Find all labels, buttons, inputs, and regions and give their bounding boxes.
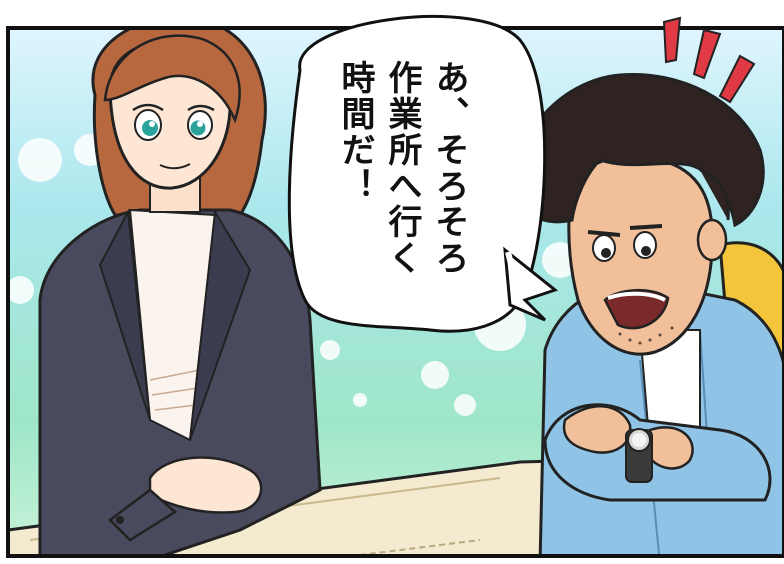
woman-character	[38, 28, 322, 556]
speech-line-2: 作業所へ行く	[382, 60, 422, 276]
speech-line-3: 時間だ！	[335, 60, 375, 204]
wristwatch-icon	[625, 428, 653, 483]
man-character	[516, 72, 784, 556]
speech-line-1: あ、そろそろ	[429, 60, 469, 276]
man-stubble	[618, 326, 674, 345]
speech-bubble	[287, 15, 559, 333]
man-mouth	[603, 288, 670, 330]
woman-eyes	[132, 103, 215, 141]
speech-bubble-tail	[503, 246, 559, 322]
woman-hands	[108, 456, 263, 542]
surprise-lines-icon	[662, 16, 756, 104]
woman-smile	[159, 163, 191, 170]
man-eyes	[587, 224, 663, 262]
